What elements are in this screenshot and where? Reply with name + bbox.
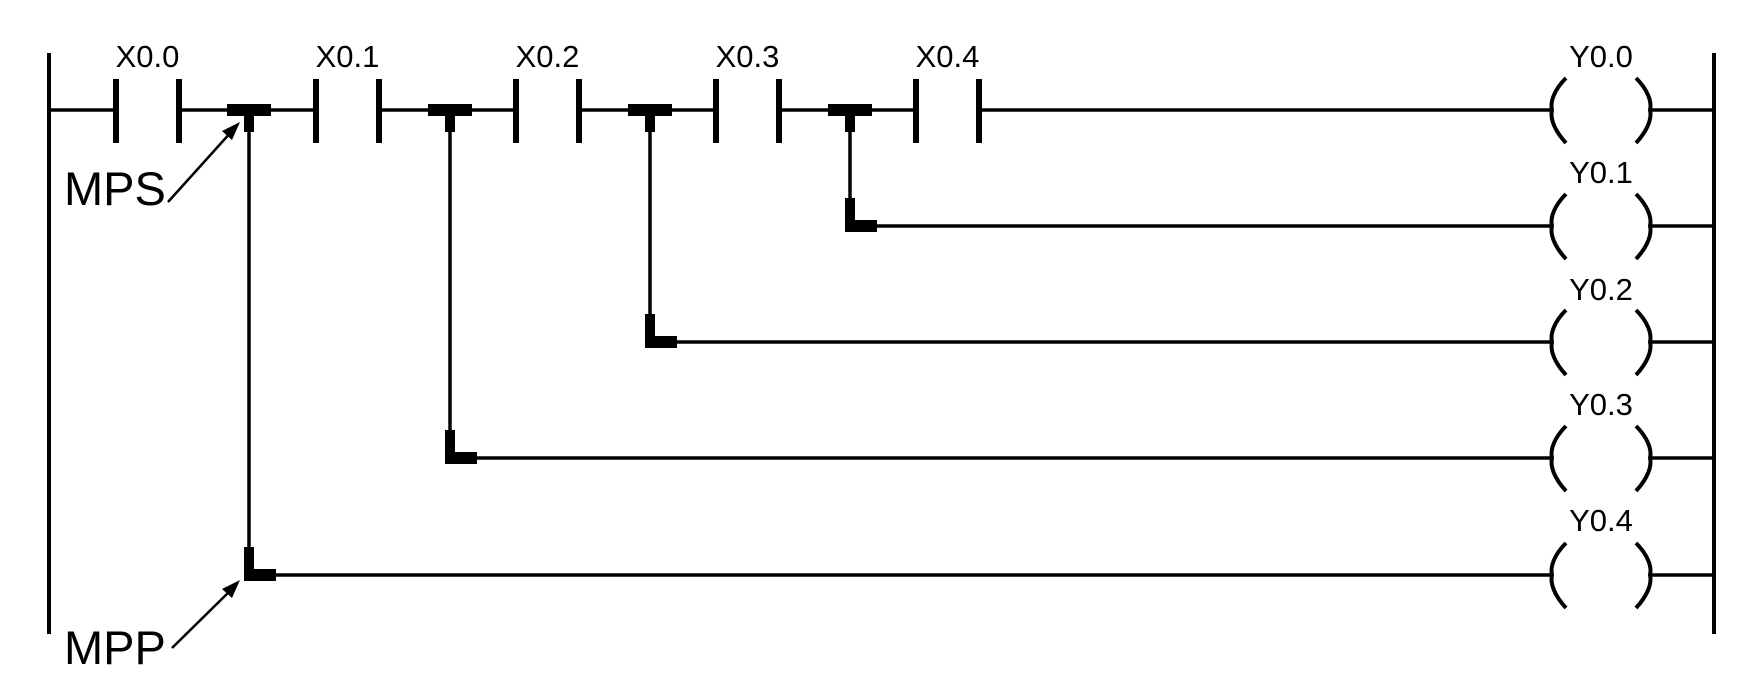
mpp-junction-foot	[845, 220, 877, 232]
mpp-arrow	[171, 580, 240, 649]
contact-label: X0.0	[116, 39, 180, 74]
mpp-label: MPP	[64, 621, 166, 674]
coil-label: Y0.2	[1569, 272, 1633, 307]
coil-label: Y0.1	[1569, 155, 1633, 190]
coil-right-arc	[1634, 541, 1653, 610]
coil-left-arc	[1549, 541, 1568, 610]
contact-label: X0.1	[316, 39, 380, 74]
coil-right-arc	[1634, 424, 1653, 493]
mpp-junction-stem	[445, 430, 455, 464]
coil-left-arc	[1549, 192, 1568, 261]
mpp-junction-stem	[645, 314, 655, 348]
mpp-junction-stem	[845, 198, 855, 232]
contact-label: X0.3	[716, 39, 780, 74]
coil-label: Y0.0	[1569, 39, 1633, 74]
contact-label: X0.4	[916, 39, 980, 74]
mps-arrow	[167, 122, 240, 203]
coil-label: Y0.3	[1569, 387, 1633, 422]
coil-right-arc	[1634, 76, 1653, 145]
coil-left-arc	[1549, 424, 1568, 493]
coil-left-arc	[1549, 76, 1568, 145]
mpp-junction-stem	[244, 547, 254, 581]
coil-label: Y0.4	[1569, 503, 1633, 538]
contact-label: X0.2	[516, 39, 580, 74]
mpp-junction-foot	[645, 336, 677, 348]
mpp-junction-foot	[244, 569, 276, 581]
coil-right-arc	[1634, 308, 1653, 377]
coil-right-arc	[1634, 192, 1653, 261]
mpp-junction-foot	[445, 452, 477, 464]
coil-left-arc	[1549, 308, 1568, 377]
mps-label: MPS	[64, 162, 166, 215]
